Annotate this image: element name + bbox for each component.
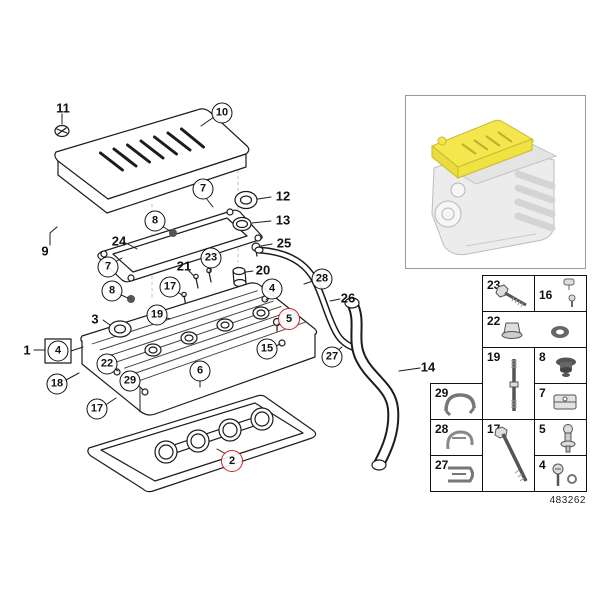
legend-num-29: 29 xyxy=(435,386,449,400)
callout-7[interactable]: 7 xyxy=(192,178,214,200)
callout-13[interactable]: 13 xyxy=(275,212,291,228)
callout-4b[interactable]: 4 xyxy=(47,340,69,362)
legend-cell-16[interactable]: 16 xyxy=(534,275,587,312)
legend-num-8: 8 xyxy=(539,350,546,364)
legend-num-27: 27 xyxy=(435,458,449,472)
nut-and-seal-icon xyxy=(501,322,569,339)
callout-18[interactable]: 18 xyxy=(46,373,68,395)
long-bolt-icon xyxy=(494,426,528,482)
callout-2-highlighted[interactable]: 2 xyxy=(221,450,243,472)
legend-num-16: 16 xyxy=(539,288,553,302)
grommet-icon xyxy=(556,357,576,377)
engine-render xyxy=(431,119,558,256)
legend-num-19: 19 xyxy=(487,350,501,364)
legend-cell-7[interactable]: 7 xyxy=(534,383,587,420)
thumbnail-engine-image[interactable] xyxy=(405,95,586,269)
callout-8[interactable]: 8 xyxy=(144,210,166,232)
clamp-icon xyxy=(446,430,474,450)
legend-cell-22[interactable]: 22 xyxy=(482,311,587,348)
clip-icon xyxy=(448,466,474,483)
callout-24[interactable]: 24 xyxy=(111,233,127,249)
callout-25[interactable]: 25 xyxy=(276,235,292,251)
callout-1[interactable]: 1 xyxy=(23,342,31,358)
callout-8b[interactable]: 8 xyxy=(101,280,123,302)
callout-7b[interactable]: 7 xyxy=(97,256,119,278)
callout-9[interactable]: 9 xyxy=(41,243,49,259)
screw-icon xyxy=(552,463,577,486)
callout-21[interactable]: 21 xyxy=(176,258,192,274)
valve-icon xyxy=(560,424,576,453)
hex-bolt-icon xyxy=(495,284,527,308)
figure-number: 483262 xyxy=(549,495,586,506)
callout-14[interactable]: 14 xyxy=(420,359,436,375)
legend-cell-29[interactable]: 29 xyxy=(430,383,483,420)
legend-cell-19[interactable]: 19 xyxy=(482,347,535,420)
callout-5-highlighted[interactable]: 5 xyxy=(278,308,300,330)
callout-23[interactable]: 23 xyxy=(200,247,222,269)
legend-cell-8[interactable]: 8 xyxy=(534,347,587,384)
legend-cell-27[interactable]: 27 xyxy=(430,455,483,492)
callout-26[interactable]: 26 xyxy=(340,290,356,306)
legend-num-4: 4 xyxy=(539,458,546,472)
legend-cell-17[interactable]: 17 xyxy=(482,419,535,492)
callout-22[interactable]: 22 xyxy=(96,353,118,375)
legend-num-28: 28 xyxy=(435,422,449,436)
legend-cell-28[interactable]: 28 xyxy=(430,419,483,456)
stud-bolt-icon xyxy=(509,359,519,411)
callout-6[interactable]: 6 xyxy=(189,360,211,382)
holder-icon xyxy=(553,394,577,410)
callout-19[interactable]: 19 xyxy=(146,304,168,326)
legend-cell-23[interactable]: 23 xyxy=(482,275,535,312)
callout-4[interactable]: 4 xyxy=(261,278,283,300)
legend-num-7: 7 xyxy=(539,386,546,400)
legend-num-5: 5 xyxy=(539,422,546,436)
callout-29[interactable]: 29 xyxy=(119,370,141,392)
legend-cell-4[interactable]: 4 xyxy=(534,455,587,492)
callout-17[interactable]: 17 xyxy=(159,276,181,298)
callout-20[interactable]: 20 xyxy=(255,262,271,278)
callout-28[interactable]: 28 xyxy=(311,268,333,290)
callout-15[interactable]: 15 xyxy=(256,338,278,360)
callout-12[interactable]: 12 xyxy=(275,188,291,204)
callout-11[interactable]: 11 xyxy=(56,100,70,116)
vent-fitting-icon xyxy=(563,278,576,307)
legend-num-22: 22 xyxy=(487,314,501,328)
callout-17b[interactable]: 17 xyxy=(86,398,108,420)
spring-clip-icon xyxy=(444,393,476,417)
legend-cell-5[interactable]: 5 xyxy=(534,419,587,456)
callout-3[interactable]: 3 xyxy=(91,311,99,327)
callout-27[interactable]: 27 xyxy=(321,346,343,368)
callout-10[interactable]: 10 xyxy=(211,102,233,124)
